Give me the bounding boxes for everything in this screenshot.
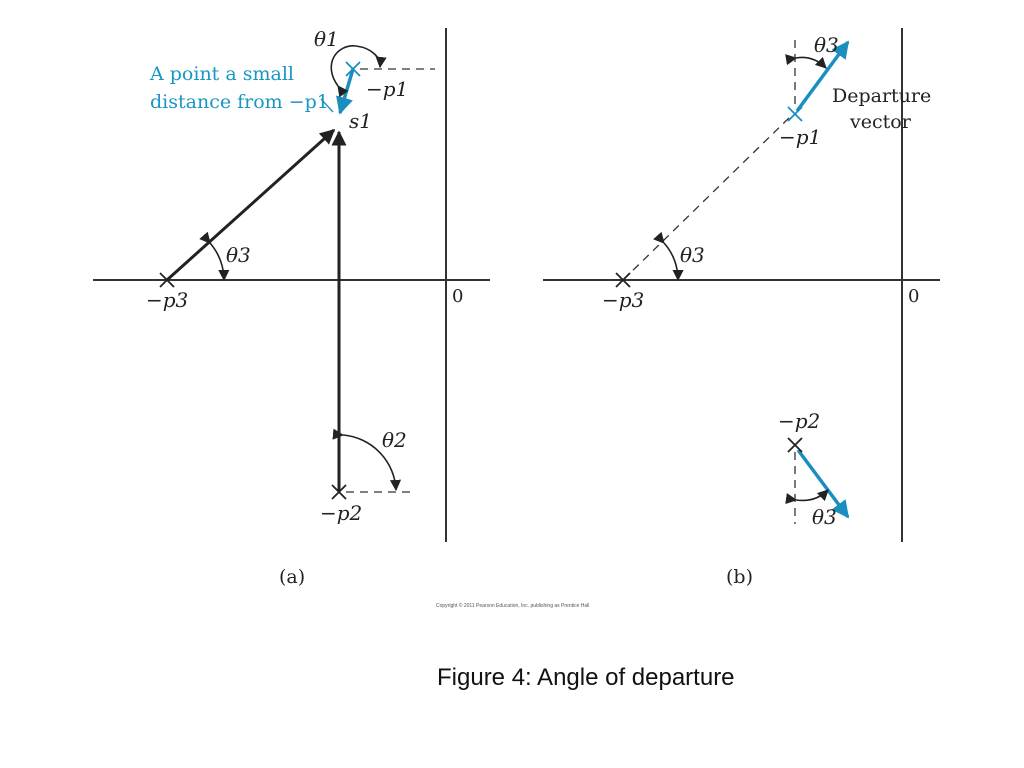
pole-p1-b-icon <box>787 106 803 122</box>
panel-b: θ3 Departure vector −p1 θ3 −p3 0 −p2 θ3 … <box>543 28 940 588</box>
angle-arc-theta1 <box>330 45 387 98</box>
copyright-notice: Copyright © 2011 Pearson Education, Inc.… <box>436 603 590 609</box>
departure-label-line-1: Departure <box>832 85 931 107</box>
theta3-label-b-top: θ3 <box>814 33 839 57</box>
minus-p3-label-a: −p3 <box>146 288 188 312</box>
theta3-label-a: θ3 <box>226 243 251 267</box>
angle-arc-theta3-b-top <box>785 54 827 69</box>
angle-arc-theta2 <box>332 428 402 492</box>
panel-a-label: (a) <box>279 566 305 588</box>
theta2-label: θ2 <box>382 428 407 452</box>
theta3-label-b-bottom: θ3 <box>812 505 837 529</box>
note-line-2: distance from −p1 <box>150 91 329 113</box>
minus-p2-label-a: −p2 <box>320 501 362 525</box>
pole-p2-b-icon <box>787 437 803 453</box>
minus-p1-label-b: −p1 <box>779 125 821 149</box>
dash-p3-to-p1 <box>622 113 794 281</box>
figure-caption: Figure 4: Angle of departure <box>437 664 735 691</box>
pole-p3-b-icon <box>615 272 631 288</box>
s1-label: s1 <box>349 109 372 133</box>
theta3-label-b-mid: θ3 <box>680 243 705 267</box>
minus-p1-label-a: −p1 <box>366 77 408 101</box>
departure-vector-p2 <box>796 448 850 519</box>
theta1-label: θ1 <box>314 27 339 51</box>
departure-label-line-2: vector <box>849 111 912 133</box>
angle-arc-theta3-b-bottom <box>785 489 829 505</box>
vector-p3-to-s1 <box>165 128 336 282</box>
panel-a: θ1 A point a small distance from −p1 −p1… <box>93 27 490 588</box>
angle-arc-theta3-b-mid <box>653 231 684 282</box>
pole-p3-a-icon <box>159 272 175 288</box>
note-line-1: A point a small <box>149 63 294 85</box>
minus-p3-label-b: −p3 <box>602 288 644 312</box>
panel-b-label: (b) <box>726 566 753 588</box>
departure-vector-p1 <box>795 40 850 113</box>
angle-arc-theta3-a <box>199 231 230 282</box>
minus-p2-label-b: −p2 <box>778 409 820 433</box>
origin-label-b: 0 <box>908 286 919 307</box>
origin-label-a: 0 <box>452 286 463 307</box>
note-leader-line <box>320 98 334 113</box>
